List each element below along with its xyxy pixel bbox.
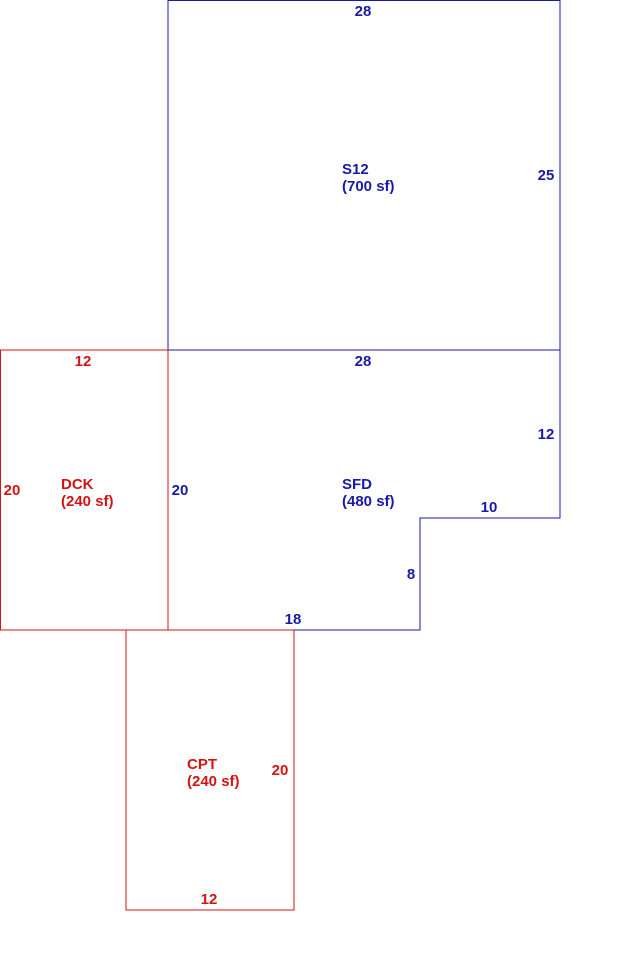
- area-sfd-dim-bottom: 18: [285, 611, 302, 628]
- area-s12-code: S12: [342, 161, 369, 178]
- area-cpt-outline: [125, 629, 295, 911]
- area-s12-dim-right: 25: [538, 167, 555, 184]
- area-cpt: CPT (240 sf) 20 12: [125, 629, 295, 911]
- area-sfd-dim-step-side: 8: [407, 566, 415, 583]
- area-dck-dim-top: 12: [75, 353, 92, 370]
- area-dck: DCK (240 sf) 12 20: [0, 349, 169, 631]
- area-dck-code: DCK: [61, 476, 94, 493]
- area-s12: S12 (700 sf) 28 25: [167, 0, 561, 351]
- area-sfd-dim-step-top: 10: [481, 499, 498, 516]
- area-sfd-dim-right: 12: [538, 426, 555, 443]
- area-s12-size: (700 sf): [342, 178, 395, 195]
- area-cpt-code: CPT: [187, 756, 217, 773]
- area-sfd: SFD (480 sf) 28 12 10 8 18 20: [167, 349, 561, 631]
- area-cpt-dim-bottom: 12: [201, 891, 218, 908]
- area-sfd-dim-left: 20: [172, 482, 189, 499]
- area-s12-dim-top: 28: [355, 3, 372, 20]
- area-sfd-size: (480 sf): [342, 493, 395, 510]
- area-dck-size: (240 sf): [61, 493, 114, 510]
- area-dck-dim-left: 20: [4, 482, 21, 499]
- area-sfd-dim-top: 28: [355, 353, 372, 370]
- area-cpt-size: (240 sf): [187, 773, 240, 790]
- area-cpt-dim-right: 20: [272, 762, 289, 779]
- area-sfd-code: SFD: [342, 476, 372, 493]
